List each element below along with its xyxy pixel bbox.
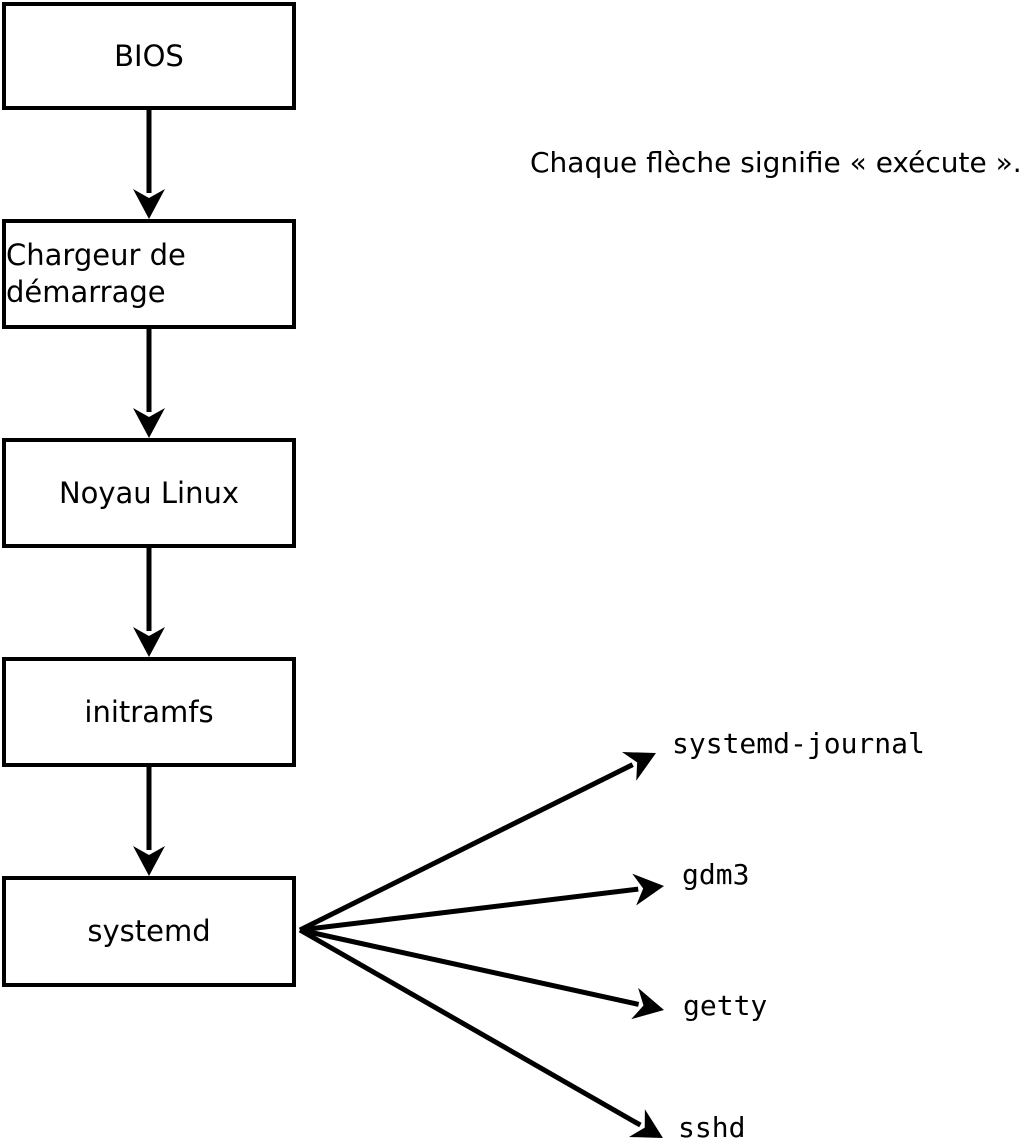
node-systemd: systemd — [2, 876, 296, 987]
node-bootloader: Chargeur de démarrage — [2, 219, 296, 329]
arrow-systemd-to-sshd — [298, 927, 663, 1139]
node-systemd-label: systemd — [87, 914, 211, 948]
node-kernel-label: Noyau Linux — [58, 475, 240, 510]
node-initramfs-label: initramfs — [84, 694, 214, 729]
arrow-systemd-to-getty — [299, 927, 664, 1020]
process-label-sshd: sshd — [678, 1111, 746, 1144]
node-bios: BIOS — [2, 2, 296, 110]
arrow-systemd-to-systemd-journal — [298, 752, 656, 933]
node-bios-label: BIOS — [114, 38, 184, 73]
node-bootloader-label: Chargeur de démarrage — [6, 238, 186, 309]
arrow-systemd-to-gdm3 — [299, 873, 665, 933]
node-initramfs: initramfs — [2, 657, 296, 767]
process-label-gdm3: gdm3 — [682, 858, 750, 891]
node-kernel: Noyau Linux — [2, 438, 296, 548]
caption-arrow-meaning: Chaque flèche signifie « exécute ». — [530, 146, 1022, 179]
process-label-getty: getty — [683, 989, 768, 1022]
process-label-systemd-journal: systemd-journal — [672, 727, 925, 760]
